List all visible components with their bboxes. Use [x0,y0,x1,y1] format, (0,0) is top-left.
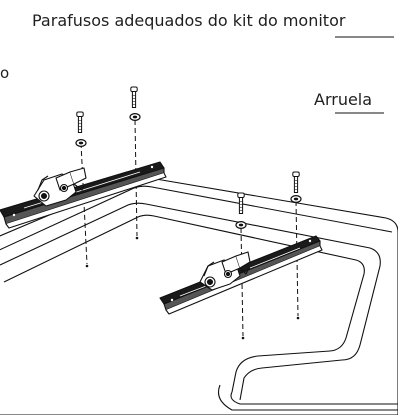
cropped-label-fragment: o [0,64,10,82]
left-mounting-bracket [0,161,167,229]
washer-3 [235,221,247,229]
screw-1 [76,111,84,133]
washer-2 [129,112,141,122]
screw-2 [130,86,138,108]
screws-label: Parafusos adequados do kit do monitor [32,11,346,30]
washer-4 [290,195,302,203]
right-mounting-bracket [159,235,323,315]
washer-label: Arruela [314,90,373,109]
washer-1 [75,139,87,147]
screw-4 [292,171,300,193]
